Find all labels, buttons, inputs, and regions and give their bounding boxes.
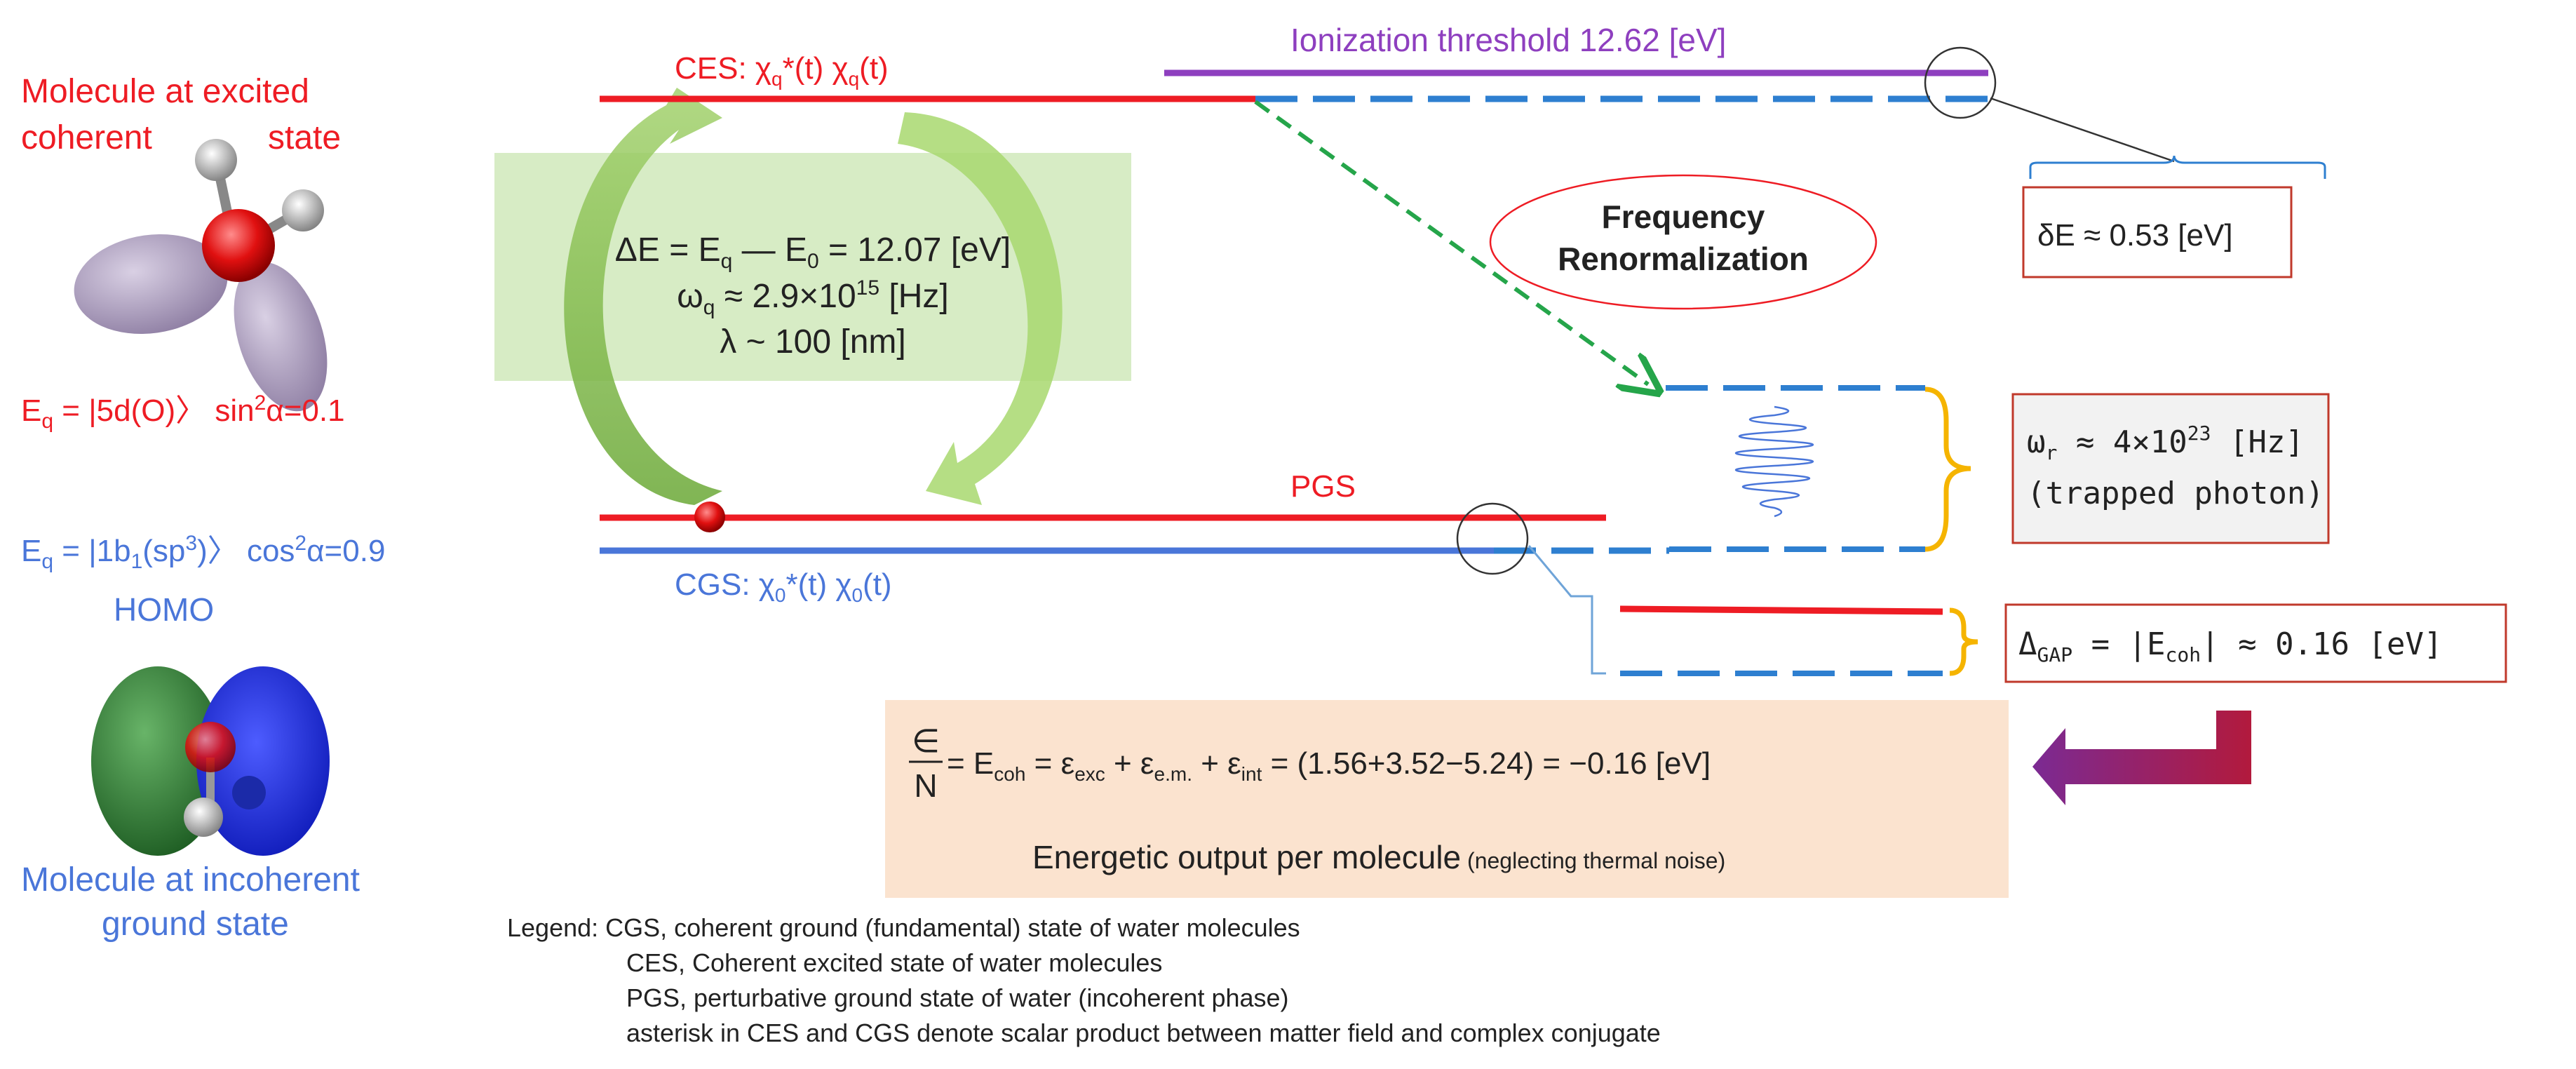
energy-equation: ∈ N = Ecoh = εexc + εe.m. + εint = (1.56… [909, 722, 1711, 804]
energy-gap-box [2004, 603, 2507, 683]
delta-e-equation: ΔE = Eq — E0 = 12.07 [eV] [615, 231, 1011, 273]
delta-e-brace [2029, 155, 2326, 179]
legend: Legend: CGS, coherent ground (fundamenta… [507, 913, 1661, 1047]
ground-title-line1: Molecule at incoherent [21, 861, 360, 899]
cycle-arrows [564, 88, 1063, 505]
gap-brace [1949, 607, 1978, 676]
homo-label: HOMO [114, 591, 214, 628]
legend-line1: Legend: CGS, coherent ground (fundamenta… [507, 913, 1300, 942]
cgs-label: CGS: χ0*(t) χ0(t) [675, 567, 892, 606]
ground-title-line2: ground state [102, 906, 289, 943]
legend-line2: CES, Coherent excited state of water mol… [626, 948, 1162, 977]
excited-title-line1: Molecule at excited [21, 73, 309, 110]
homo-molecule-model [91, 666, 330, 856]
renormalization-arrow [1254, 100, 1648, 384]
result-arrow [2032, 711, 2251, 805]
electron-ball [694, 502, 725, 532]
omega-r-text: ωr ≈ 4×1023 [Hz] [2027, 422, 2304, 464]
left-cycle-arrow [564, 88, 722, 505]
renorm-line2: Renormalization [1558, 241, 1809, 277]
zoom-circle-top [1924, 46, 1997, 119]
excitation-energy-text: ΔE = Eq — E0 = 12.07 [eV] ωq ≈ 2.9×1015 … [615, 231, 1011, 361]
ionization-label: Ionization threshold 12.62 [eV] [1290, 22, 1726, 58]
renorm-line1: Frequency [1602, 199, 1765, 235]
trapped-photon-brace [1924, 386, 1971, 552]
excited-title-line2: coherent [21, 119, 152, 156]
legend-line3: PGS, perturbative ground state of water … [626, 983, 1289, 1012]
energy-output-caption: Energetic output per molecule (neglectin… [1032, 839, 1725, 875]
ground-state-equation: Eq = |1b1(sp3)〉 cos2α=0.9 [21, 532, 385, 573]
right-cycle-arrow [898, 112, 1063, 505]
delta-e-box [2022, 186, 2293, 278]
trapped-photon-text: (trapped photon) [2027, 476, 2324, 511]
excited-state-equation: Eq = |5d(O)〉 sin2α=0.1 [21, 391, 345, 433]
zoom-connector-bottom [1528, 545, 1606, 675]
zoom-connector-top [1990, 97, 2175, 163]
trapped-photon-wave [1735, 405, 1814, 518]
energy-gap-text: ΔGAP = |Ecoh| ≈ 0.16 [eV] [2018, 626, 2442, 666]
ground-molecule-title: Molecule at incoherent ground state [21, 861, 360, 943]
frac-numerator: ∈ [912, 722, 940, 759]
delta-e-text: δE ≈ 0.53 [eV] [2037, 218, 2233, 253]
omega-q-equation: ωq ≈ 2.9×1015 [Hz] [677, 276, 948, 319]
legend-line4: asterisk in CES and CGS denote scalar pr… [626, 1018, 1661, 1047]
excited-molecule-model [74, 139, 328, 412]
zoom-circle-bottom [1456, 502, 1529, 575]
frequency-renormalization-ellipse [1489, 174, 1877, 310]
gap-pgs-line [1619, 605, 1943, 615]
ces-label: CES: χq*(t) χq(t) [675, 51, 889, 90]
excited-title-line3: state [268, 119, 341, 156]
energy-output-box [885, 700, 2009, 898]
energy-equation-text: = Ecoh = εexc + εe.m. + εint = (1.56+3.5… [947, 746, 1711, 785]
wavelength-text: λ ~ 100 [nm] [720, 323, 905, 361]
frac-denominator: N [914, 767, 937, 804]
pgs-label: PGS [1290, 469, 1356, 504]
trapped-photon-box [2011, 393, 2330, 544]
excited-molecule-title: Molecule at excited coherent state [21, 73, 341, 156]
